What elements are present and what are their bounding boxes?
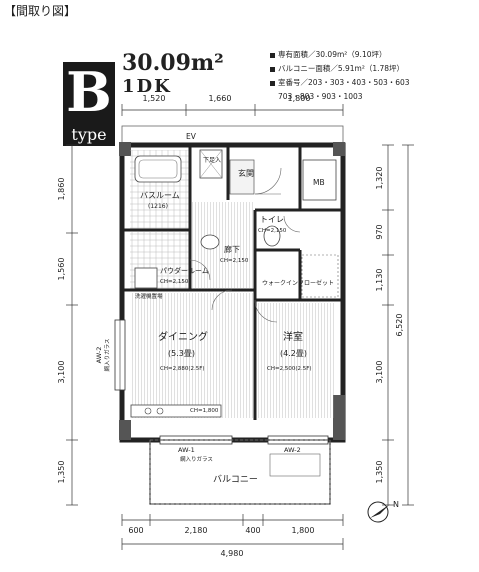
north-arrow-icon	[367, 501, 390, 523]
dim-bottom-3: 400	[245, 526, 260, 535]
dim-total-height: 6,520	[395, 314, 404, 337]
mb-box	[302, 159, 337, 201]
dim-right-1: 1,320	[375, 167, 384, 190]
room-balcony: バルコニー	[213, 474, 258, 485]
plan-layout: 1DK	[122, 76, 172, 97]
room-entrance: 玄関	[238, 168, 254, 178]
dimension-left	[66, 144, 78, 506]
window-aw2-left-label: AW-2	[95, 347, 103, 364]
ev-hall-strip	[121, 125, 344, 145]
room-toilet-ch: CH=2,150	[258, 228, 287, 234]
room-ch-1800: CH=1,800	[190, 408, 219, 414]
room-corridor: 廊下	[224, 244, 240, 254]
type-word: type	[71, 125, 107, 144]
wash-basin	[200, 234, 220, 250]
closet-box	[301, 254, 339, 298]
column-ne	[333, 142, 345, 156]
washing-machine	[134, 267, 158, 289]
kitchen-counter	[130, 404, 222, 418]
room-washer: 洗濯機置場	[135, 292, 163, 300]
room-bathroom-size: (1216)	[148, 203, 168, 210]
column-nw	[119, 142, 131, 156]
mb-label: MB	[313, 178, 325, 187]
toilet-bowl	[263, 225, 281, 247]
type-badge: B type	[63, 62, 115, 146]
room-dining-size: (5.3畳)	[168, 349, 195, 358]
shoebox-cabinet	[199, 149, 223, 179]
room-dining-ch: CH=2,880(2.5F)	[160, 366, 205, 372]
dimension-bottom	[121, 514, 344, 550]
room-shoebox: 下足入	[203, 157, 221, 164]
dim-bottom-2: 2,180	[185, 526, 208, 535]
dining-floor	[131, 293, 253, 418]
dim-total-width: 4,980	[221, 549, 244, 558]
dim-right-2: 970	[375, 224, 384, 239]
dim-left-3: 3,100	[57, 361, 66, 384]
room-bathroom: バスルーム	[140, 191, 180, 200]
spec-room-numbers: 室番号／203・303・403・503・603	[270, 77, 410, 88]
column-sw	[119, 420, 131, 440]
interior-walls	[122, 145, 343, 420]
window-aw2-bottom-label: AW-2	[284, 446, 301, 454]
dim-bottom-1: 600	[128, 526, 143, 535]
door-swings	[189, 167, 301, 323]
room-wic: ウォークインクローゼット	[262, 279, 334, 287]
dim-bottom-4: 1,800	[292, 526, 315, 535]
window-aw1-note: 網入りガラス	[180, 455, 213, 463]
north-label: N	[393, 500, 399, 509]
dimension-right	[382, 144, 414, 506]
dim-right-3: 1,130	[375, 269, 384, 292]
spec-room-numbers-cont: 703・803・903・1003	[278, 92, 363, 101]
room-toilet: トイレ	[260, 215, 284, 224]
room-dining: ダイニング	[158, 330, 208, 343]
dim-left-2: 1,560	[57, 258, 66, 281]
plan-area: 30.09m²	[122, 50, 224, 76]
window-aw2-left-note: 網入りガラス	[103, 339, 111, 372]
dim-right-4: 3,100	[375, 361, 384, 384]
dim-left-1: 1,860	[57, 178, 66, 201]
dim-right-5: 1,350	[375, 461, 384, 484]
dim-top-2: 1,660	[209, 94, 232, 103]
dimension-top	[121, 104, 344, 116]
dim-top-1: 1,520	[143, 94, 166, 103]
room-powder: パウダールーム	[160, 266, 209, 275]
room-powder-ch: CH=2,150	[160, 279, 189, 285]
room-bedroom: 洋室	[283, 330, 303, 343]
balcony-outline	[149, 439, 331, 505]
room-corridor-ch: CH=2,150	[220, 258, 249, 264]
page-header: 【間取り図】	[4, 4, 77, 18]
outdoor-unit	[269, 453, 321, 477]
room-bedroom-size: (4.2畳)	[280, 349, 307, 358]
entrance-floor	[229, 159, 255, 195]
spec-balcony-area: バルコニー面積／5.91m²（1.78坪）	[270, 63, 404, 74]
bathtub	[134, 155, 182, 183]
window-aw1-label: AW-1	[178, 446, 195, 454]
column-se	[333, 395, 345, 440]
dim-left-4: 1,350	[57, 461, 66, 484]
bedroom-floor	[258, 303, 334, 418]
room-bedroom-ch: CH=2,500(2.5F)	[267, 366, 312, 372]
corridor-floor	[192, 202, 253, 288]
dim-top-3: 1,800	[288, 94, 311, 103]
spec-exclusive-area: 専有面積／30.09m²（9.10坪）	[270, 49, 386, 60]
type-letter: B	[66, 60, 112, 124]
ev-label: EV	[186, 132, 197, 141]
